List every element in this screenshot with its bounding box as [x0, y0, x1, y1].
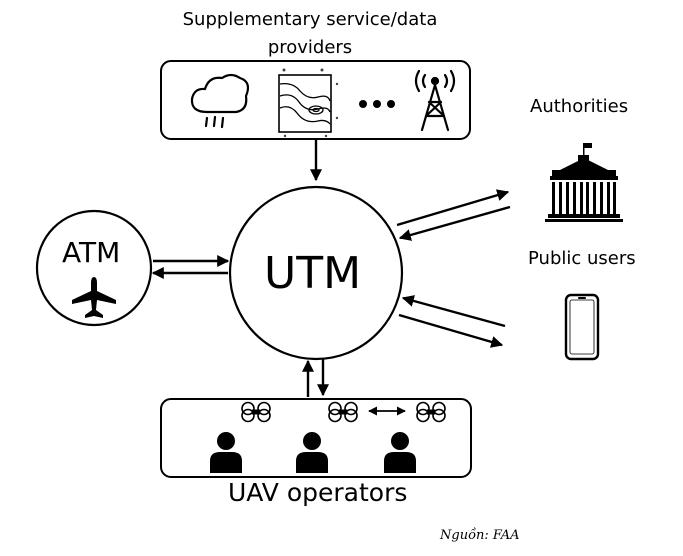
- utm-label: UTM: [264, 248, 362, 299]
- arrow-public-to-utm: [401, 295, 506, 328]
- arrow-authorities-to-utm: [398, 205, 511, 241]
- atm-circle: [35, 209, 153, 327]
- arrow-utm-to-public: [398, 313, 504, 348]
- source-credit: Nguồn: FAA: [440, 528, 520, 543]
- topographic-map-icon: [278, 68, 339, 138]
- airplane-icon: [72, 277, 116, 318]
- ellipsis-icon: [359, 100, 395, 108]
- authorities-label: Authorities: [530, 96, 629, 117]
- government-building-icon: [545, 143, 623, 222]
- providers-title-line1: Supplementary service/data: [182, 9, 438, 30]
- uav-operators-label: UAV operators: [228, 478, 408, 507]
- providers-title-line2: providers: [267, 37, 353, 58]
- providers-title: Supplementary service/data providers: [0, 6, 620, 62]
- smartphone-icon: [564, 293, 600, 361]
- radio-tower-icon: [414, 69, 456, 132]
- rain-cloud-icon: [190, 73, 250, 129]
- utm-circle: [228, 185, 404, 361]
- arrow-utm-to-authorities: [396, 189, 510, 227]
- public-users-label: Public users: [528, 248, 636, 269]
- atm-label: ATM: [62, 236, 121, 269]
